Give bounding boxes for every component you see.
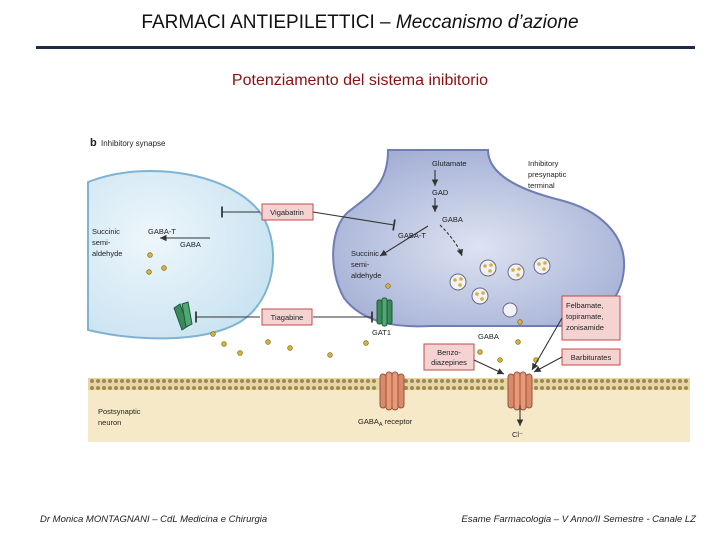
panel-letter: b [90, 137, 97, 149]
gat1-transporter-glia [173, 301, 193, 331]
label-chloride: Cl⁻ [512, 430, 523, 439]
gaba-a-receptor-left [379, 371, 405, 411]
gaba-a-receptor-right [507, 371, 533, 411]
title-divider [36, 46, 695, 49]
label-succinic-glia-3: aldehyde [92, 249, 122, 258]
glial-cell [87, 170, 274, 340]
label-succinic-pre-2: semi- [351, 260, 370, 269]
label-succinic-pre-3: aldehyde [351, 271, 381, 280]
gat1-transporter-presynaptic [376, 297, 393, 327]
label-postsynaptic-2: neuron [98, 418, 121, 427]
label-gaba-presynaptic: GABA [442, 215, 463, 224]
label-glutamate: Glutamate [432, 159, 467, 168]
benzodiazepines-line-2: diazepines [431, 358, 467, 367]
felbamate-line-1: Felbamate, [566, 301, 604, 310]
pathway-arrows [160, 170, 563, 426]
label-presynaptic-1: Inhibitory [528, 159, 559, 168]
label-gaba-glia: GABA [180, 240, 201, 249]
benzodiazepines-line-1: Benzo- [437, 348, 461, 357]
barbiturates-label: Barbiturates [571, 353, 612, 362]
label-presynaptic-2: presynaptic [528, 170, 567, 179]
vesicle-gaba-contents [453, 261, 547, 301]
synaptic-vesicles [449, 257, 551, 318]
footer-course: Esame Farmacologia – V Anno/II Semestre … [461, 514, 696, 525]
label-succinic-pre-1: Succinic [351, 249, 379, 258]
vigabatrin-label: Vigabatrin [270, 208, 304, 217]
label-presynaptic-3: terminal [528, 181, 555, 190]
label-gad: GAD [432, 188, 449, 197]
label-gaba-a-receptor: GABAA receptor [358, 417, 413, 428]
gaba-molecules [146, 252, 539, 363]
label-succinic-glia-2: semi- [92, 238, 111, 247]
title-italic: Meccanismo d’azione [395, 12, 579, 33]
panel-title: Inhibitory synapse [101, 139, 166, 148]
title-main: FARMACI ANTIEPILETTICI – [141, 12, 396, 33]
label-postsynaptic-1: Postsynaptic [98, 407, 141, 416]
slide-subtitle: Potenziamento del sistema inibitorio [231, 72, 489, 89]
label-gaba-t-glia: GABA-T [148, 227, 176, 236]
label-gat1: GAT1 [372, 328, 391, 337]
felbamate-box [561, 295, 621, 341]
tiagabine-box [261, 308, 313, 326]
benzodiazepines-box [423, 343, 475, 371]
label-gaba-t-presynaptic: GABA-T [398, 231, 426, 240]
felbamate-line-2: topiramate, [566, 312, 604, 321]
footer-author: Dr Monica MONTAGNANI – CdL Medicina e Ch… [40, 514, 268, 525]
label-succinic-glia-1: Succinic [92, 227, 120, 236]
slide-title: FARMACI ANTIEPILETTICI – Meccanismo d’az… [0, 12, 720, 34]
felbamate-line-3: zonisamide [566, 323, 604, 332]
label-gaba-cleft: GABA [478, 332, 499, 341]
tiagabine-label: Tiagabine [271, 313, 304, 322]
